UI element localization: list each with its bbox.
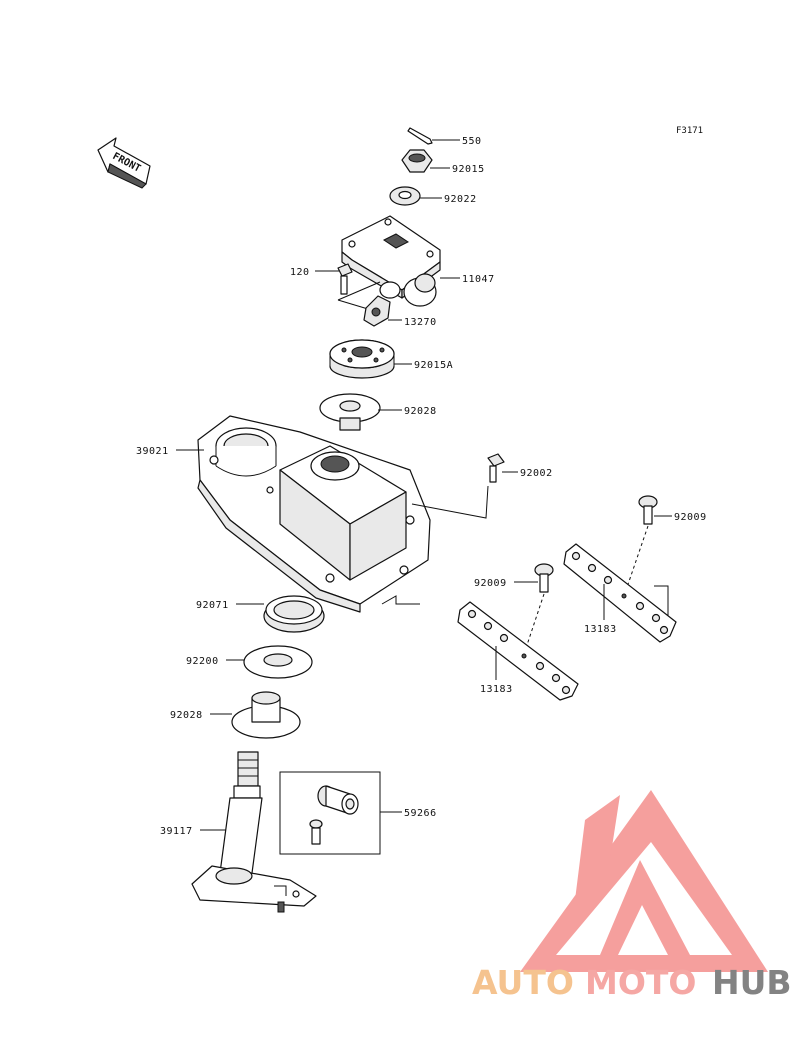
figure-id: F3171 <box>676 126 703 136</box>
leader-lines <box>176 139 672 831</box>
callout-92028-bottom: 92028 <box>170 710 203 721</box>
callout-92022: 92022 <box>444 194 477 205</box>
part-knuckle-13270 <box>363 295 391 327</box>
part-collar-92028-top <box>319 393 381 431</box>
callout-39021: 39021 <box>136 446 169 457</box>
callout-13183-right: 13183 <box>584 624 617 635</box>
callout-550: 550 <box>462 136 482 147</box>
callout-92009-left: 92009 <box>474 578 507 589</box>
part-screw-92009-right <box>623 495 658 597</box>
callout-13183-left: 13183 <box>480 684 513 695</box>
part-washer-92200 <box>243 645 313 679</box>
part-washer-92022 <box>389 186 421 206</box>
part-cotter-pin <box>407 127 433 145</box>
front-arrow: FRONT <box>97 137 151 189</box>
part-seal-92071 <box>263 595 325 633</box>
part-plate-13183-right <box>563 543 677 643</box>
watermark-text-hub: HUB <box>712 963 792 1002</box>
part-screw-92009-left <box>523 563 554 655</box>
callout-labels: 550 92015 92022 120 11047 13270 92015A 9… <box>136 136 707 837</box>
part-shaft-39117 <box>191 751 317 913</box>
watermark-text-auto: AUTO <box>472 963 574 1002</box>
part-bushing-92015a <box>329 339 395 379</box>
callout-120: 120 <box>290 267 310 278</box>
callout-39117: 39117 <box>160 826 193 837</box>
part-collar-92028-bottom <box>231 691 301 739</box>
part-housing-39021 <box>197 415 431 613</box>
callout-11047: 11047 <box>462 274 495 285</box>
callout-92002: 92002 <box>520 468 553 479</box>
part-plate-13183-left <box>457 601 579 701</box>
callout-59266: 59266 <box>404 808 437 819</box>
part-castle-nut <box>401 149 433 173</box>
callout-92009-right: 92009 <box>674 512 707 523</box>
watermark-text-moto: MOTO <box>585 963 696 1002</box>
callout-92015a: 92015A <box>414 360 453 371</box>
callout-92015: 92015 <box>452 164 485 175</box>
callout-92028-top: 92028 <box>404 406 437 417</box>
callout-92200: 92200 <box>186 656 219 667</box>
part-bolt-120 <box>337 263 381 313</box>
part-kit-59266 <box>279 771 381 855</box>
part-bolt-92002 <box>411 453 505 519</box>
part-bracket-11047 <box>341 215 441 307</box>
callout-92071: 92071 <box>196 600 229 611</box>
watermark-logo: AUTO MOTO HUB <box>472 790 792 1002</box>
callout-13270: 13270 <box>404 317 437 328</box>
